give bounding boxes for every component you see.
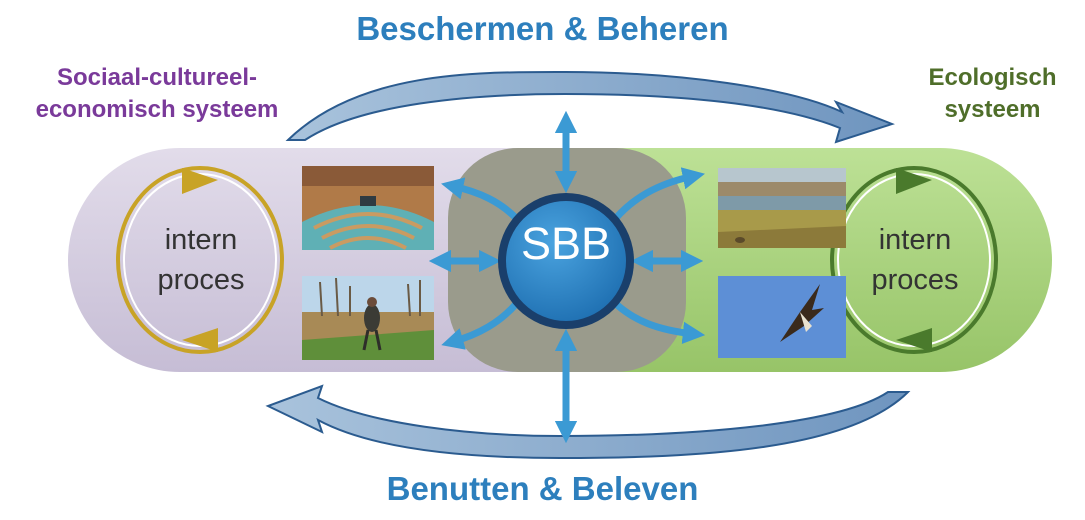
eagle-photo [718,276,846,358]
social-system-label-line1: Sociaal-cultureel- [56,64,258,91]
swoosh-arrow-top [285,70,895,144]
parliament-photo [302,166,434,250]
left-process-line1: intern [164,224,238,256]
arrow-to-top-right [613,167,705,221]
bottom-label-use-experience: Benutten & Beleven [386,470,699,507]
ecological-system-label-line1: Ecologisch [928,64,1057,91]
arrow-to-bottom-left [441,301,519,350]
cycle-arrowhead-icon [896,328,932,352]
right-process-line1: intern [878,224,952,256]
social-system-panel [68,148,560,372]
sbb-circle [498,193,634,329]
dunes-photo [718,168,846,248]
left-internal-process-label: intern proces [131,220,271,300]
cycle-arrowhead-icon [182,328,218,352]
arrow-to-top-left [441,177,519,221]
social-system-label: Sociaal-cultureel- economisch systeem [22,62,292,126]
right-cycle [830,166,998,354]
sbb-arrows [428,110,706,444]
top-label-protect-manage: Beschermen & Beheren [356,10,729,47]
walker-photo [302,276,434,360]
swoosh-arrow-bottom [265,384,911,460]
social-system-label-line2: economisch systeem [35,96,279,123]
cycle-arrowhead-icon [896,168,932,194]
right-process-line2: proces [871,264,959,296]
cycle-arrowhead-icon [182,168,218,194]
arrow-to-bottom-right [613,301,706,344]
left-cycle [116,166,284,354]
right-internal-process-label: intern proces [845,220,985,300]
left-process-line2: proces [157,264,245,296]
sbb-label: SBB [520,218,612,269]
ecological-system-label: Ecologisch systeem [900,62,1085,126]
ecological-system-label-line2: systeem [944,96,1041,123]
